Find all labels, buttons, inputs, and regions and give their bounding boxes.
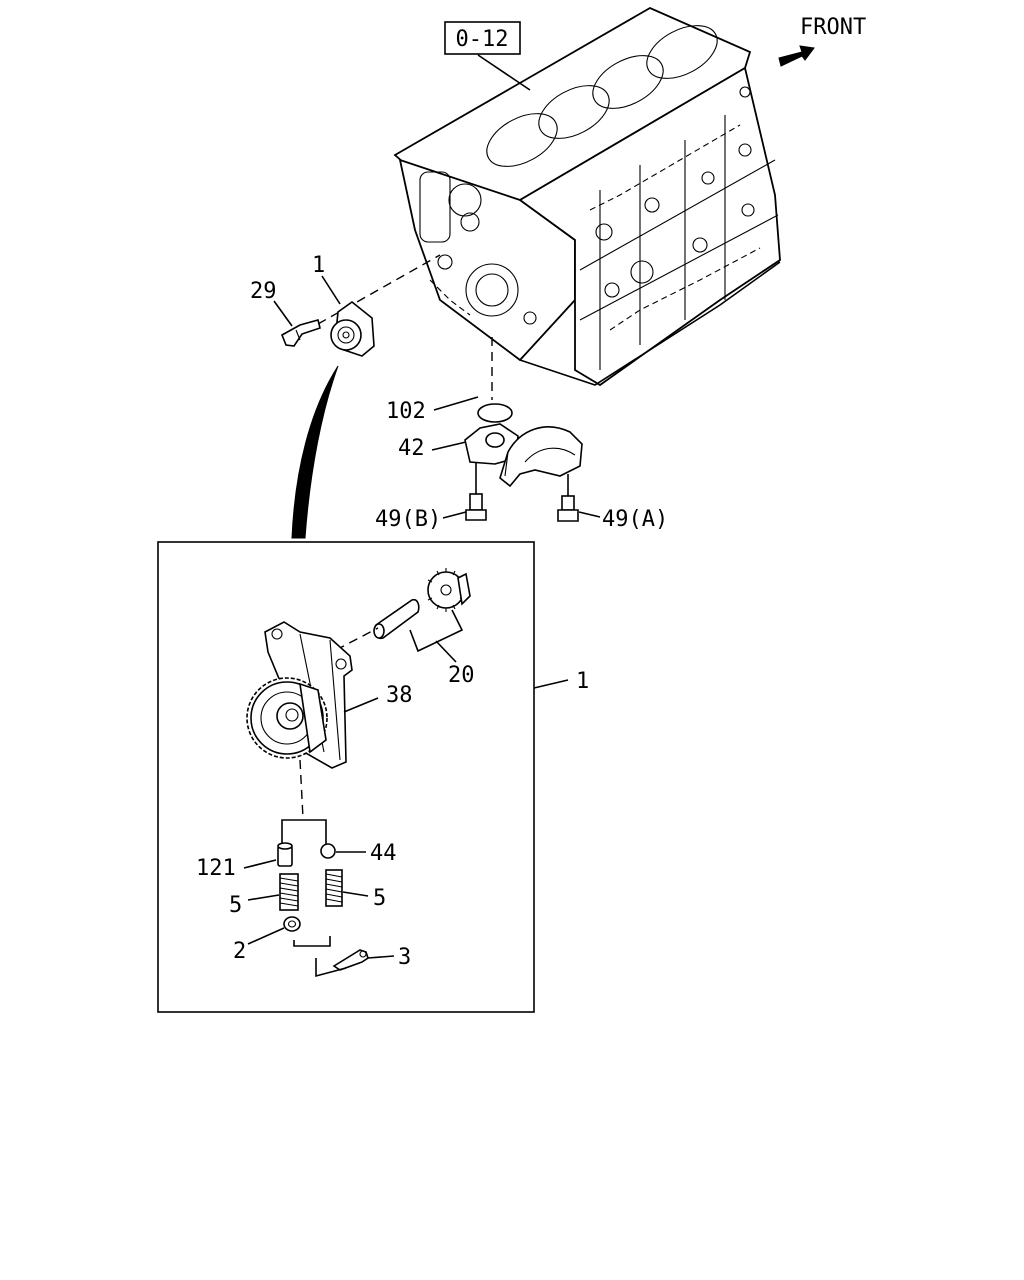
ball-44: 44 xyxy=(320,841,397,866)
oil-pump-assembly: 1 xyxy=(312,253,441,357)
reference-box: 0-12 xyxy=(444,21,531,91)
washer-2: 2 xyxy=(233,916,301,964)
callout-5-left: 5 xyxy=(229,893,242,918)
front-arrow-icon xyxy=(778,45,815,67)
bolt-49-b: 49(B) xyxy=(375,462,487,532)
pin-3: 3 xyxy=(332,945,411,971)
spring-5-right: 5 xyxy=(325,869,386,911)
large-gear-icon xyxy=(246,677,328,759)
detail-leader xyxy=(291,365,339,539)
engine-block xyxy=(393,6,781,387)
callout-1: 1 xyxy=(312,253,325,278)
callout-5-right: 5 xyxy=(373,886,386,911)
callout-102: 102 xyxy=(386,399,426,424)
callout-29: 29 xyxy=(250,279,277,304)
callout-2: 2 xyxy=(233,939,246,964)
callout-20: 20 xyxy=(448,663,475,688)
pump-body-38: 38 xyxy=(246,621,413,769)
relief-valve-parts: 121 44 5 5 2 xyxy=(196,759,411,978)
bolt-29: 29 xyxy=(250,279,321,347)
plunger-121: 121 xyxy=(196,842,293,881)
front-direction: FRONT xyxy=(778,15,866,67)
o-ring-102: 102 xyxy=(386,337,513,424)
pipe-42: 42 xyxy=(398,423,583,488)
callout-42: 42 xyxy=(398,436,425,461)
front-label: FRONT xyxy=(800,15,866,40)
callout-3: 3 xyxy=(398,945,411,970)
callout-1-detail: 1 xyxy=(576,669,589,694)
spring-5-left: 5 xyxy=(229,873,299,918)
detail-box xyxy=(157,541,535,1013)
gear-shaft-set-20: 20 xyxy=(373,568,475,688)
callout-44: 44 xyxy=(370,841,397,866)
callout-38: 38 xyxy=(386,683,413,708)
callout-49a: 49(A) xyxy=(602,507,668,532)
callout-121: 121 xyxy=(196,856,236,881)
callout-49b: 49(B) xyxy=(375,507,441,532)
detail-callout-1: 1 xyxy=(533,669,589,694)
small-gear-icon xyxy=(427,568,471,612)
bolt-49-a: 49(A) xyxy=(557,474,668,532)
reference-box-label: 0-12 xyxy=(456,27,509,52)
